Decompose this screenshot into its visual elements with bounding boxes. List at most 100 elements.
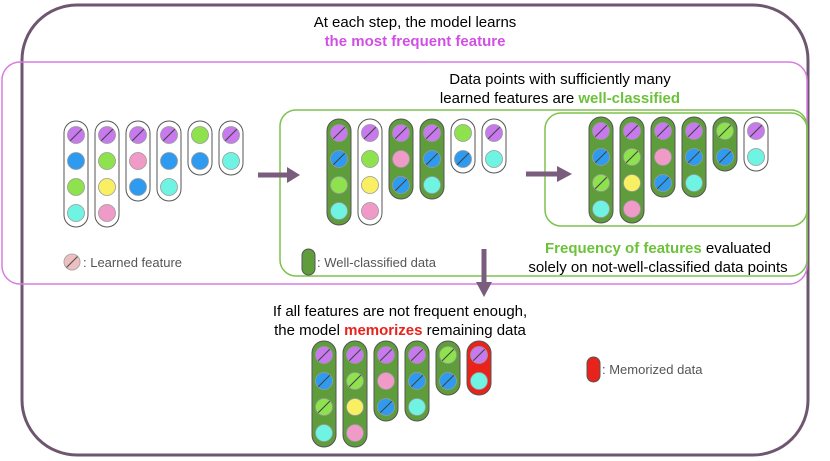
learned-feature-dot (315, 372, 333, 390)
learned-feature-dot (346, 346, 364, 364)
arrow-1 (258, 167, 300, 183)
feature-dot (361, 150, 379, 168)
learned-feature-dot (654, 122, 672, 140)
legend-learned-icon (63, 253, 81, 271)
learned-feature-dot (685, 148, 703, 166)
data-point-column (681, 116, 707, 198)
feature-dot (315, 424, 333, 442)
learned-feature-dot (392, 176, 410, 194)
learned-feature-dot (716, 122, 734, 140)
arrow-2 (526, 166, 572, 182)
learned-feature-dot (160, 126, 178, 144)
classified-caption-emphasis: well-classified (578, 90, 681, 107)
feature-dot (67, 178, 85, 196)
learned-feature-dot (67, 126, 85, 144)
feature-dot (67, 152, 85, 170)
learned-feature-dot (346, 372, 364, 390)
feature-dot (408, 398, 426, 416)
learned-feature-dot (377, 346, 395, 364)
learned-feature-dot (361, 124, 379, 142)
feature-dot (98, 204, 116, 222)
feature-dot (592, 200, 610, 218)
data-point-column (357, 118, 383, 226)
learned-feature-dot (685, 122, 703, 140)
data-point-column (94, 120, 120, 228)
feature-dot (191, 126, 209, 144)
feature-dot (377, 372, 395, 390)
feature-dot (654, 148, 672, 166)
learned-feature-dot (592, 174, 610, 192)
classified-data-pill (311, 340, 337, 448)
learned-feature-dot (315, 398, 333, 416)
legend-classified-label: : Well-classified data (317, 255, 436, 270)
learned-feature-dot (408, 372, 426, 390)
learned-feature-dot (439, 372, 457, 390)
learned-feature-dot (592, 122, 610, 140)
normal-data-pill (63, 120, 89, 228)
feature-dot (361, 176, 379, 194)
classified-caption: Data points with sufficiently many learn… (395, 70, 725, 108)
learned-feature-dot (423, 124, 441, 142)
classified-caption-text: learned features are (439, 90, 579, 107)
data-point-column (466, 340, 492, 396)
learned-feature-dot (716, 148, 734, 166)
memorize-caption: If all features are not frequent enough,… (235, 302, 565, 340)
learned-feature-dot (222, 126, 240, 144)
learned-feature-dot (623, 148, 641, 166)
classified-data-pill (326, 118, 352, 226)
feature-dot (423, 176, 441, 194)
feature-dot (67, 204, 85, 222)
learned-feature-dot (654, 174, 672, 192)
data-point-column (311, 340, 337, 448)
memorize-caption-line-2: the model memorizes remaining data (235, 321, 565, 340)
legend-memorized-label: : Memorized data (602, 362, 703, 377)
data-point-column (450, 118, 476, 174)
feature-dot (222, 152, 240, 170)
frequency-caption-emphasis: Frequency of features (545, 240, 702, 257)
data-point-column (435, 340, 461, 396)
classified-caption-line-1: Data points with sufficiently many (449, 71, 671, 88)
feature-dot (160, 152, 178, 170)
data-point-column (588, 116, 614, 224)
data-point-column (218, 120, 244, 176)
data-point-column (63, 120, 89, 228)
learned-feature-dot (747, 122, 765, 140)
feature-dot (129, 152, 147, 170)
learned-feature-dot (485, 124, 503, 142)
learned-feature-dot (454, 150, 472, 168)
data-point-column (619, 116, 645, 224)
feature-dot (98, 152, 116, 170)
data-point-column (404, 340, 430, 422)
learned-feature-dot (129, 126, 147, 144)
feature-dot (361, 202, 379, 220)
learned-feature-dot (98, 126, 116, 144)
learned-feature-dot (392, 124, 410, 142)
group-step-final (311, 340, 492, 448)
title-line-1: At each step, the model learns (313, 14, 517, 31)
data-point-column (187, 120, 213, 176)
frequency-frame (544, 112, 808, 227)
feature-dot (454, 124, 472, 142)
feature-dot (747, 148, 765, 166)
classified-data-pill (342, 340, 368, 448)
legend-learned-label: : Learned feature (83, 255, 183, 270)
learned-feature-dot (330, 124, 348, 142)
legend-memorized-icon (586, 356, 601, 383)
data-point-groups (63, 116, 769, 448)
frequency-caption-text: evaluated (701, 240, 771, 257)
group-step-0 (63, 120, 244, 228)
memorize-caption-line-1: If all features are not frequent enough, (272, 303, 528, 320)
frequency-caption-line-1: Frequency of features evaluated (498, 239, 818, 258)
title-line-2: the most frequent feature (324, 33, 506, 50)
data-point-column (326, 118, 352, 226)
title-text: At each step, the model learns the most … (215, 13, 615, 51)
group-step-2 (588, 116, 769, 224)
memorize-caption-text-post: remaining data (422, 322, 526, 339)
feature-dot (330, 202, 348, 220)
data-point-column (342, 340, 368, 448)
classified-caption-line-2: learned features are well-classified (395, 89, 725, 108)
outer-frame (20, 3, 810, 457)
feature-dot (330, 176, 348, 194)
data-point-column (650, 116, 676, 198)
